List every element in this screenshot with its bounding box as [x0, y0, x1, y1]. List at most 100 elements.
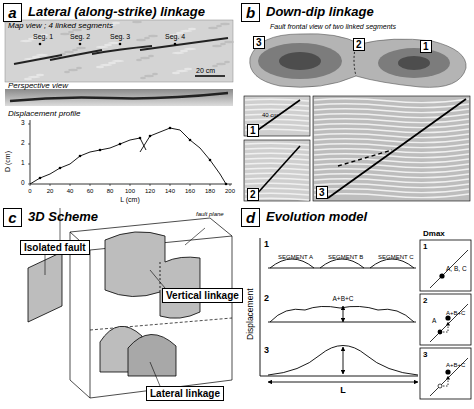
texture-mark: [180, 30, 192, 32]
panel-title: Down-dip linkage: [266, 5, 374, 18]
texture-mark: [68, 31, 74, 33]
label-text: SEGMENT C: [378, 254, 414, 260]
texture-mark: [132, 21, 142, 23]
inset-number: 1: [423, 41, 429, 52]
label-text: 3: [21, 120, 25, 127]
callout-box: Lateral linkage: [146, 386, 224, 401]
texture-mark: [216, 63, 226, 65]
texture-mark: [96, 66, 104, 68]
texture-mark: [314, 154, 469, 158]
texture-mark: [172, 72, 180, 74]
texture-mark: [188, 28, 196, 30]
label-text: Displacement profile: [8, 110, 80, 118]
texture-mark: [245, 158, 309, 160]
texture-mark: [112, 22, 120, 24]
texture-mark: [245, 183, 309, 185]
inset-number-box: 2: [353, 38, 365, 51]
texture-mark: [184, 68, 192, 70]
label-text: A+B+C: [446, 362, 465, 368]
texture-mark: [220, 43, 226, 45]
inset-number-box: 1: [247, 124, 259, 137]
label-text: A+B+C: [333, 296, 354, 303]
texture-mark: [314, 169, 469, 173]
inset-number: 2: [250, 189, 256, 200]
inset-number-box: 1: [420, 40, 432, 53]
texture-mark: [150, 184, 151, 186]
label-text: 80: [107, 188, 114, 194]
label-text: 2: [264, 294, 269, 303]
label-text: Displacement: [246, 289, 255, 341]
texture-mark: [139, 137, 142, 140]
texture-mark: [245, 143, 309, 145]
texture-mark: [39, 177, 42, 180]
label-text: 1: [264, 240, 269, 249]
label-text: SEGMENT B: [328, 254, 363, 260]
texture-mark: [245, 148, 309, 150]
texture-mark: [190, 184, 191, 186]
inset-number-box: 3: [253, 36, 265, 49]
texture-mark: [70, 184, 71, 186]
texture-mark: [148, 55, 154, 57]
label-text: L: [340, 386, 346, 395]
texture-mark: [176, 70, 188, 72]
label-text: Fault frontal view of two linked segment…: [270, 23, 396, 30]
texture-mark: [245, 153, 309, 155]
texture-mark: [136, 59, 142, 61]
panel-title: Lateral (along-strike) linkage: [28, 5, 205, 18]
texture-mark: [60, 33, 70, 35]
label-text: Dmax: [423, 230, 445, 238]
label-text: A, B, C: [446, 266, 467, 273]
texture-mark: [112, 60, 124, 62]
label-text: 20: [47, 188, 54, 194]
texture-mark: [136, 39, 146, 41]
texture-mark: [230, 184, 231, 186]
texture-mark: [224, 41, 234, 43]
inset-number: 3: [319, 187, 325, 198]
texture-mark: [110, 184, 111, 186]
texture-mark: [72, 49, 78, 51]
panel-letter-box: dEvolution model: [241, 208, 260, 227]
texture-mark: [314, 164, 469, 168]
label-text: Seg. 2: [70, 33, 90, 40]
texture-mark: [36, 54, 48, 56]
texture-mark: [59, 167, 62, 170]
texture-mark: [104, 44, 112, 46]
label-text: 140: [165, 188, 175, 194]
panel-letter: a: [8, 4, 16, 21]
panel-letter: b: [246, 4, 255, 21]
label-text: Perspective view: [8, 82, 68, 90]
texture-mark: [208, 27, 218, 29]
texture-mark: [144, 37, 150, 39]
texture-mark: [28, 76, 40, 78]
label-text: 40: [67, 188, 74, 194]
label-text: 2: [21, 140, 25, 147]
texture-mark: [140, 57, 150, 59]
panel-letter-box: aLateral (along-strike) linkage: [3, 3, 22, 22]
texture-mark: [170, 184, 171, 186]
texture-mark: [152, 73, 158, 75]
texture-mark: [68, 69, 78, 71]
texture-mark: [225, 183, 228, 186]
texture-mark: [108, 42, 120, 44]
texture-mark: [130, 184, 131, 186]
inset-number-box: 3: [316, 186, 328, 199]
texture-mark: [90, 184, 91, 186]
texture-mark: [76, 47, 86, 49]
texture-mark: [148, 35, 158, 37]
texture-mark: [96, 46, 108, 48]
label-text: 100: [125, 188, 135, 194]
label-text: 40 cm: [262, 112, 278, 118]
texture-mark: [314, 99, 469, 103]
label-text: L (cm): [120, 196, 140, 203]
label-text: 0: [21, 180, 25, 187]
texture-mark: [169, 127, 172, 130]
label-text: Seg. 3: [110, 33, 130, 40]
texture-mark: [212, 45, 222, 47]
texture-mark: [245, 109, 309, 111]
panel-title: Evolution model: [266, 210, 367, 223]
label-text: 180: [205, 188, 215, 194]
texture-mark: [245, 173, 309, 175]
texture-mark: [314, 144, 469, 148]
